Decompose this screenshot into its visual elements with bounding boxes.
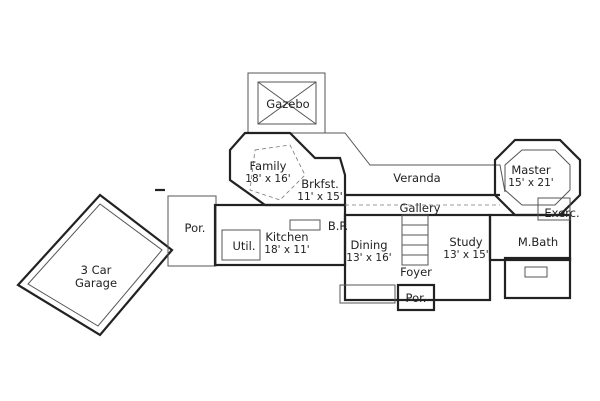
- room-label-family: Family: [249, 159, 286, 173]
- room-size-study: 13' x 15': [443, 249, 488, 261]
- room-label-master: Master: [511, 163, 551, 177]
- room-label-mbath: M.Bath: [518, 235, 558, 249]
- room-size-family: 18' x 16': [245, 173, 290, 185]
- room-label-porch-side: Por.: [185, 221, 206, 235]
- room-label-dining: Dining: [350, 238, 387, 252]
- room-label-gazebo: Gazebo: [266, 97, 309, 111]
- family-room: [228, 131, 347, 207]
- room-label-garage: 3 Car: [81, 263, 112, 277]
- room-label-exerc: Exerc.: [544, 206, 579, 220]
- garage: [16, 188, 174, 337]
- room-label-gallery: Gallery: [400, 201, 441, 215]
- veranda: [325, 132, 506, 193]
- room-label-porch-front: Por.: [406, 291, 427, 305]
- room-label-kitchen: Kitchen: [265, 230, 308, 244]
- room-label-veranda: Veranda: [393, 171, 440, 185]
- room-label-brkfst: Brkfst.: [301, 177, 338, 191]
- room-label-util: Util.: [233, 239, 256, 253]
- room-size-dining: 13' x 16': [346, 252, 391, 264]
- room-label-study: Study: [449, 235, 482, 249]
- room-label-foyer: Foyer: [400, 265, 432, 279]
- room-label-bp: B.P.: [328, 219, 348, 233]
- room-size-master: 15' x 21': [508, 177, 553, 189]
- room-label-garage-2: Garage: [75, 276, 117, 290]
- room-size-brkfst: 11' x 15': [297, 191, 342, 203]
- room-size-kitchen: 18' x 11': [264, 244, 309, 256]
